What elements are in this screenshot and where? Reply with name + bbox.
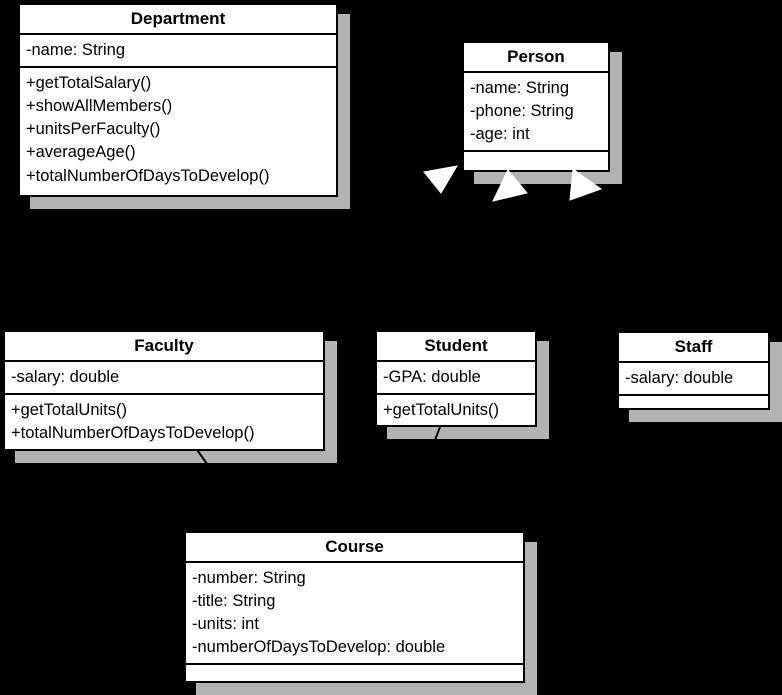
student-method: +getTotalUnits() [383, 401, 500, 420]
student-attribute: -GPA: double [383, 368, 481, 387]
faculty-method: +getTotalUnits() [11, 401, 128, 420]
department-attributes: -name: String [20, 35, 336, 69]
department-class-name: Department [20, 5, 336, 36]
faculty-attribute: -salary: double [11, 368, 120, 387]
course-attributes: -number: String -title: String -units: i… [186, 563, 523, 666]
course-methods [186, 665, 523, 679]
course-attribute: -numberOfDaysToDevelop: double [192, 638, 446, 657]
department-method: +unitsPerFaculty() [26, 120, 161, 139]
department-methods: +getTotalSalary() +showAllMembers() +uni… [20, 68, 336, 191]
class-box-student[interactable]: Student -GPA: double +getTotalUnits() [375, 330, 537, 427]
staff-class-name: Staff [619, 333, 768, 364]
course-class-name: Course [186, 533, 523, 564]
class-box-course[interactable]: Course -number: String -title: String -u… [184, 531, 525, 683]
class-box-person[interactable]: Person -name: String -phone: String -age… [462, 41, 610, 172]
person-class-name: Person [464, 43, 608, 74]
edge-student-course [399, 426, 441, 532]
person-attribute: -name: String [470, 79, 570, 98]
edge-staff-person [587, 195, 695, 332]
faculty-method: +totalNumberOfDaysToDevelop() [11, 424, 255, 443]
class-box-faculty[interactable]: Faculty -salary: double +getTotalUnits()… [3, 330, 325, 451]
department-method: +totalNumberOfDaysToDevelop() [26, 166, 270, 185]
department-method: +showAllMembers() [26, 97, 173, 116]
person-methods [464, 152, 608, 166]
staff-attribute: -salary: double [625, 369, 734, 388]
department-attribute: -name: String [26, 41, 126, 60]
edge-student-person [458, 195, 509, 331]
course-attribute: -units: int [192, 615, 259, 634]
faculty-attributes: -salary: double [5, 362, 323, 396]
department-method: +averageAge() [26, 143, 136, 162]
student-methods: +getTotalUnits() [377, 395, 535, 426]
faculty-methods: +getTotalUnits() +totalNumberOfDaysToDev… [5, 395, 323, 449]
department-method: +getTotalSalary() [26, 74, 152, 93]
student-class-name: Student [377, 332, 535, 363]
course-attribute: -title: String [192, 592, 276, 611]
staff-attributes: -salary: double [619, 363, 768, 397]
faculty-class-name: Faculty [5, 332, 323, 363]
student-attributes: -GPA: double [377, 362, 535, 396]
person-attribute: -phone: String [470, 102, 574, 121]
person-attributes: -name: String -phone: String -age: int [464, 73, 608, 153]
class-box-staff[interactable]: Staff -salary: double [617, 331, 770, 410]
course-attribute: -number: String [192, 569, 306, 588]
staff-methods [619, 396, 768, 410]
person-attribute: -age: int [470, 125, 530, 144]
arrowhead-faculty-person [423, 165, 458, 194]
class-box-department[interactable]: Department -name: String +getTotalSalary… [18, 3, 338, 197]
